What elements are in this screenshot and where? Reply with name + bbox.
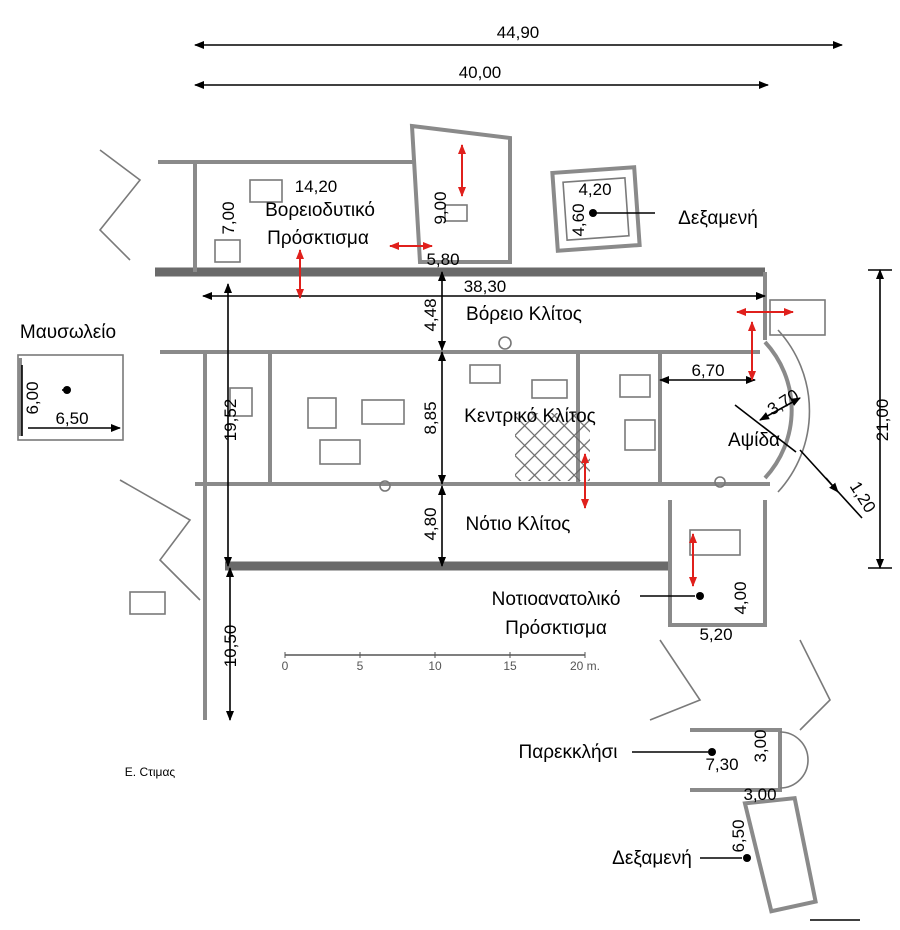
dim-total-width: 21,00 [873, 399, 892, 442]
dim-south-extension: 10,50 [221, 625, 240, 668]
cistern-bottom-marker [743, 854, 751, 862]
label-chapel: Παρεκκλήσι [519, 742, 618, 763]
dim-mausoleum-depth: 6,00 [23, 381, 42, 414]
scale-bar: 0 5 10 15 20 m. [282, 652, 600, 673]
cistern-top-marker [589, 209, 597, 217]
dimension-lines [21, 41, 892, 921]
label-northwest-annex-line1: Βορειοδυτικό [265, 200, 375, 221]
dim-cistern-depth: 4,60 [569, 203, 588, 236]
red-dimension-arrows [296, 144, 794, 587]
label-northwest-annex-line2: Πρόσκτισμα [267, 228, 369, 249]
dim-cistern-width: 4,20 [578, 180, 611, 199]
mausoleum-marker [63, 386, 71, 394]
dim-se-annex-width: 5,20 [699, 625, 732, 644]
scale-tick-15: 15 [503, 659, 517, 673]
dim-small-room-width: 5,80 [426, 250, 459, 269]
room-labels: Βορειοδυτικό Πρόσκτισμα Μαυσωλείο Βόρειο… [20, 200, 780, 869]
dim-south-aisle-width: 4,80 [421, 507, 440, 540]
dim-cistern2-width: 3,00 [743, 785, 776, 804]
dim-apse-wall: 1,20 [846, 478, 880, 516]
dim-central-aisle-width: 8,85 [421, 401, 440, 434]
dim-nave-length: 40,00 [459, 63, 502, 82]
scale-tick-5: 5 [357, 659, 364, 673]
dim-chapel-width: 3,00 [751, 729, 770, 762]
dim-se-annex-depth: 4,00 [731, 581, 750, 614]
dim-east-offset: 6,70 [691, 361, 724, 380]
label-cistern-bottom: Δεξαμενή [612, 848, 692, 869]
label-central-aisle: Κεντρικό Κλίτος [464, 406, 596, 427]
label-southeast-annex-line1: Νοτιοανατολικό [492, 589, 621, 610]
dim-mausoleum-width: 6,50 [55, 409, 88, 428]
artist-signature: Ε. Cτιμας [125, 765, 176, 779]
dim-chapel-length: 7,30 [705, 755, 738, 774]
label-south-aisle: Νότιο Κλίτος [466, 514, 571, 535]
dim-inner-length: 38,30 [464, 277, 507, 296]
se-annex-marker [696, 592, 704, 600]
scale-tick-0: 0 [282, 659, 289, 673]
scale-tick-10: 10 [428, 659, 442, 673]
dim-nw-annex-width: 14,20 [295, 177, 338, 196]
dim-church-width: 19,52 [221, 399, 240, 442]
plan-walls [17, 123, 831, 914]
label-mausoleum: Μαυσωλείο [20, 322, 116, 343]
dim-small-room-height: 9,00 [431, 191, 450, 224]
dim-total-length: 44,90 [497, 23, 540, 42]
dim-north-aisle-width: 4,48 [421, 298, 440, 331]
label-southeast-annex-line2: Πρόσκτισμα [505, 618, 607, 639]
scale-tick-20: 20 m. [570, 659, 600, 673]
label-apse: Αψίδα [728, 430, 780, 451]
chapel-marker [708, 748, 716, 756]
label-north-aisle: Βόρειο Κλίτος [466, 304, 582, 325]
dim-nw-annex-depth: 7,00 [219, 201, 238, 234]
label-cistern-top: Δεξαμενή [678, 208, 758, 229]
dim-cistern2-length: 6,50 [729, 819, 748, 852]
